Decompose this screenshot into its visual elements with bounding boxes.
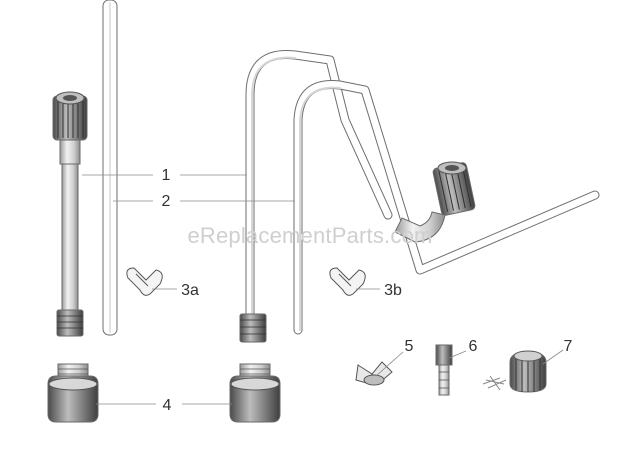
adapter-part-4-right	[229, 363, 281, 423]
watermark: eReplacementParts.com	[187, 223, 432, 248]
callout-5: 5	[405, 338, 414, 355]
leader-6	[448, 350, 467, 359]
leader-lines	[82, 174, 564, 405]
callout-4: 4	[163, 397, 172, 414]
clip-part-3b	[329, 267, 366, 296]
bent-hose-part-1	[239, 50, 393, 343]
callout-7: 7	[564, 338, 573, 355]
elbow-nut-fitting	[394, 161, 476, 243]
adapter-part-4-left	[47, 363, 99, 423]
callout-1: 1	[162, 167, 171, 184]
callout-3b: 3b	[384, 282, 402, 299]
strainer-fitting-part-7	[482, 350, 547, 393]
callout-3a: 3a	[181, 282, 199, 299]
callout-2: 2	[162, 193, 171, 210]
bent-rod-part-2	[293, 79, 600, 335]
barb-fitting-part-6	[435, 344, 453, 396]
straight-hose-part-1	[52, 91, 88, 337]
wing-clamp-part-5	[355, 361, 393, 386]
callout-6: 6	[469, 338, 478, 355]
leader-5	[375, 351, 404, 377]
clip-part-3a	[126, 267, 163, 296]
straight-rod-part-2	[102, 0, 118, 336]
leader-7	[542, 349, 564, 365]
